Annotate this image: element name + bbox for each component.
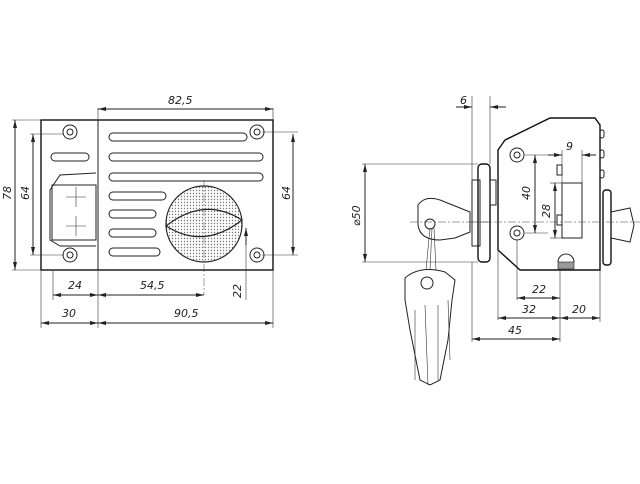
dim-depth-22: 22 [532,283,546,296]
side-bumps [599,129,605,179]
dim-diameter: ⌀50 [350,205,363,226]
dim-bolt-height: 28 [540,204,553,218]
dim-knob-height: 22 [231,284,244,298]
dim-overall-height: 78 [1,186,14,200]
dim-right-height: 64 [280,186,293,200]
dim-hole-spacing: 40 [520,186,533,200]
side-view: 6 ⌀50 40 28 9 22 32 20 45 [350,94,640,386]
dim-left-inner-height: 64 [19,186,32,200]
dim-top-width: 82,5 [168,94,193,107]
dim-depth-45: 45 [508,324,522,337]
dim-knob-offset: 54,5 [140,279,165,292]
front-view: 82,5 78 64 64 24 54,5 22 30 90,5 [1,94,298,328]
dim-left-width: 30 [62,307,76,320]
dim-flange: 6 [460,94,467,107]
dim-bolt-width: 9 [566,140,573,153]
dim-depth-32: 32 [522,303,536,316]
dim-knob-projection: 20 [572,303,586,316]
key-icon [404,197,490,386]
dim-left-offset: 24 [68,279,82,292]
vent-slots [50,132,264,257]
dim-main-width: 90,5 [174,307,199,320]
